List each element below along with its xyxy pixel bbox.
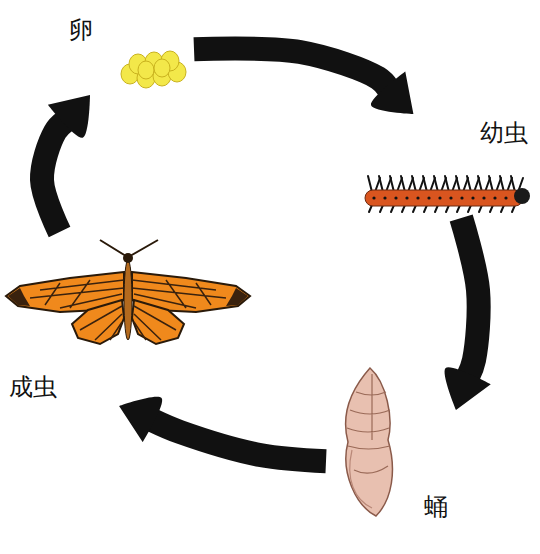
arrow-shaft bbox=[42, 121, 65, 232]
arrow-shaft bbox=[461, 218, 478, 376]
cycle-arrow bbox=[42, 95, 90, 232]
stage-label: 成虫 bbox=[5, 372, 61, 402]
cycle-arrow bbox=[194, 48, 413, 114]
caterpillar bbox=[365, 176, 530, 212]
stage-label: 蛹 bbox=[420, 492, 452, 522]
stage-label: 幼虫 bbox=[476, 118, 532, 148]
arrow-head bbox=[371, 72, 413, 114]
butterfly bbox=[6, 240, 250, 344]
adult-stage: 成虫 bbox=[5, 236, 253, 402]
arrow-head bbox=[48, 95, 90, 138]
larva-stage: 幼虫 bbox=[355, 118, 532, 214]
egg-stage: 卵 bbox=[65, 15, 190, 91]
cycle-arrow bbox=[119, 397, 326, 461]
stage-label: 卵 bbox=[65, 15, 97, 45]
pupa bbox=[346, 368, 393, 516]
pupa-stage: 蛹 bbox=[330, 362, 452, 522]
arrow-shaft bbox=[194, 48, 388, 88]
arrow-head bbox=[119, 397, 162, 442]
cycle-arrow bbox=[445, 218, 491, 410]
egg-cluster bbox=[121, 51, 186, 88]
arrow-head bbox=[445, 367, 491, 410]
arrow-shaft bbox=[152, 420, 326, 461]
